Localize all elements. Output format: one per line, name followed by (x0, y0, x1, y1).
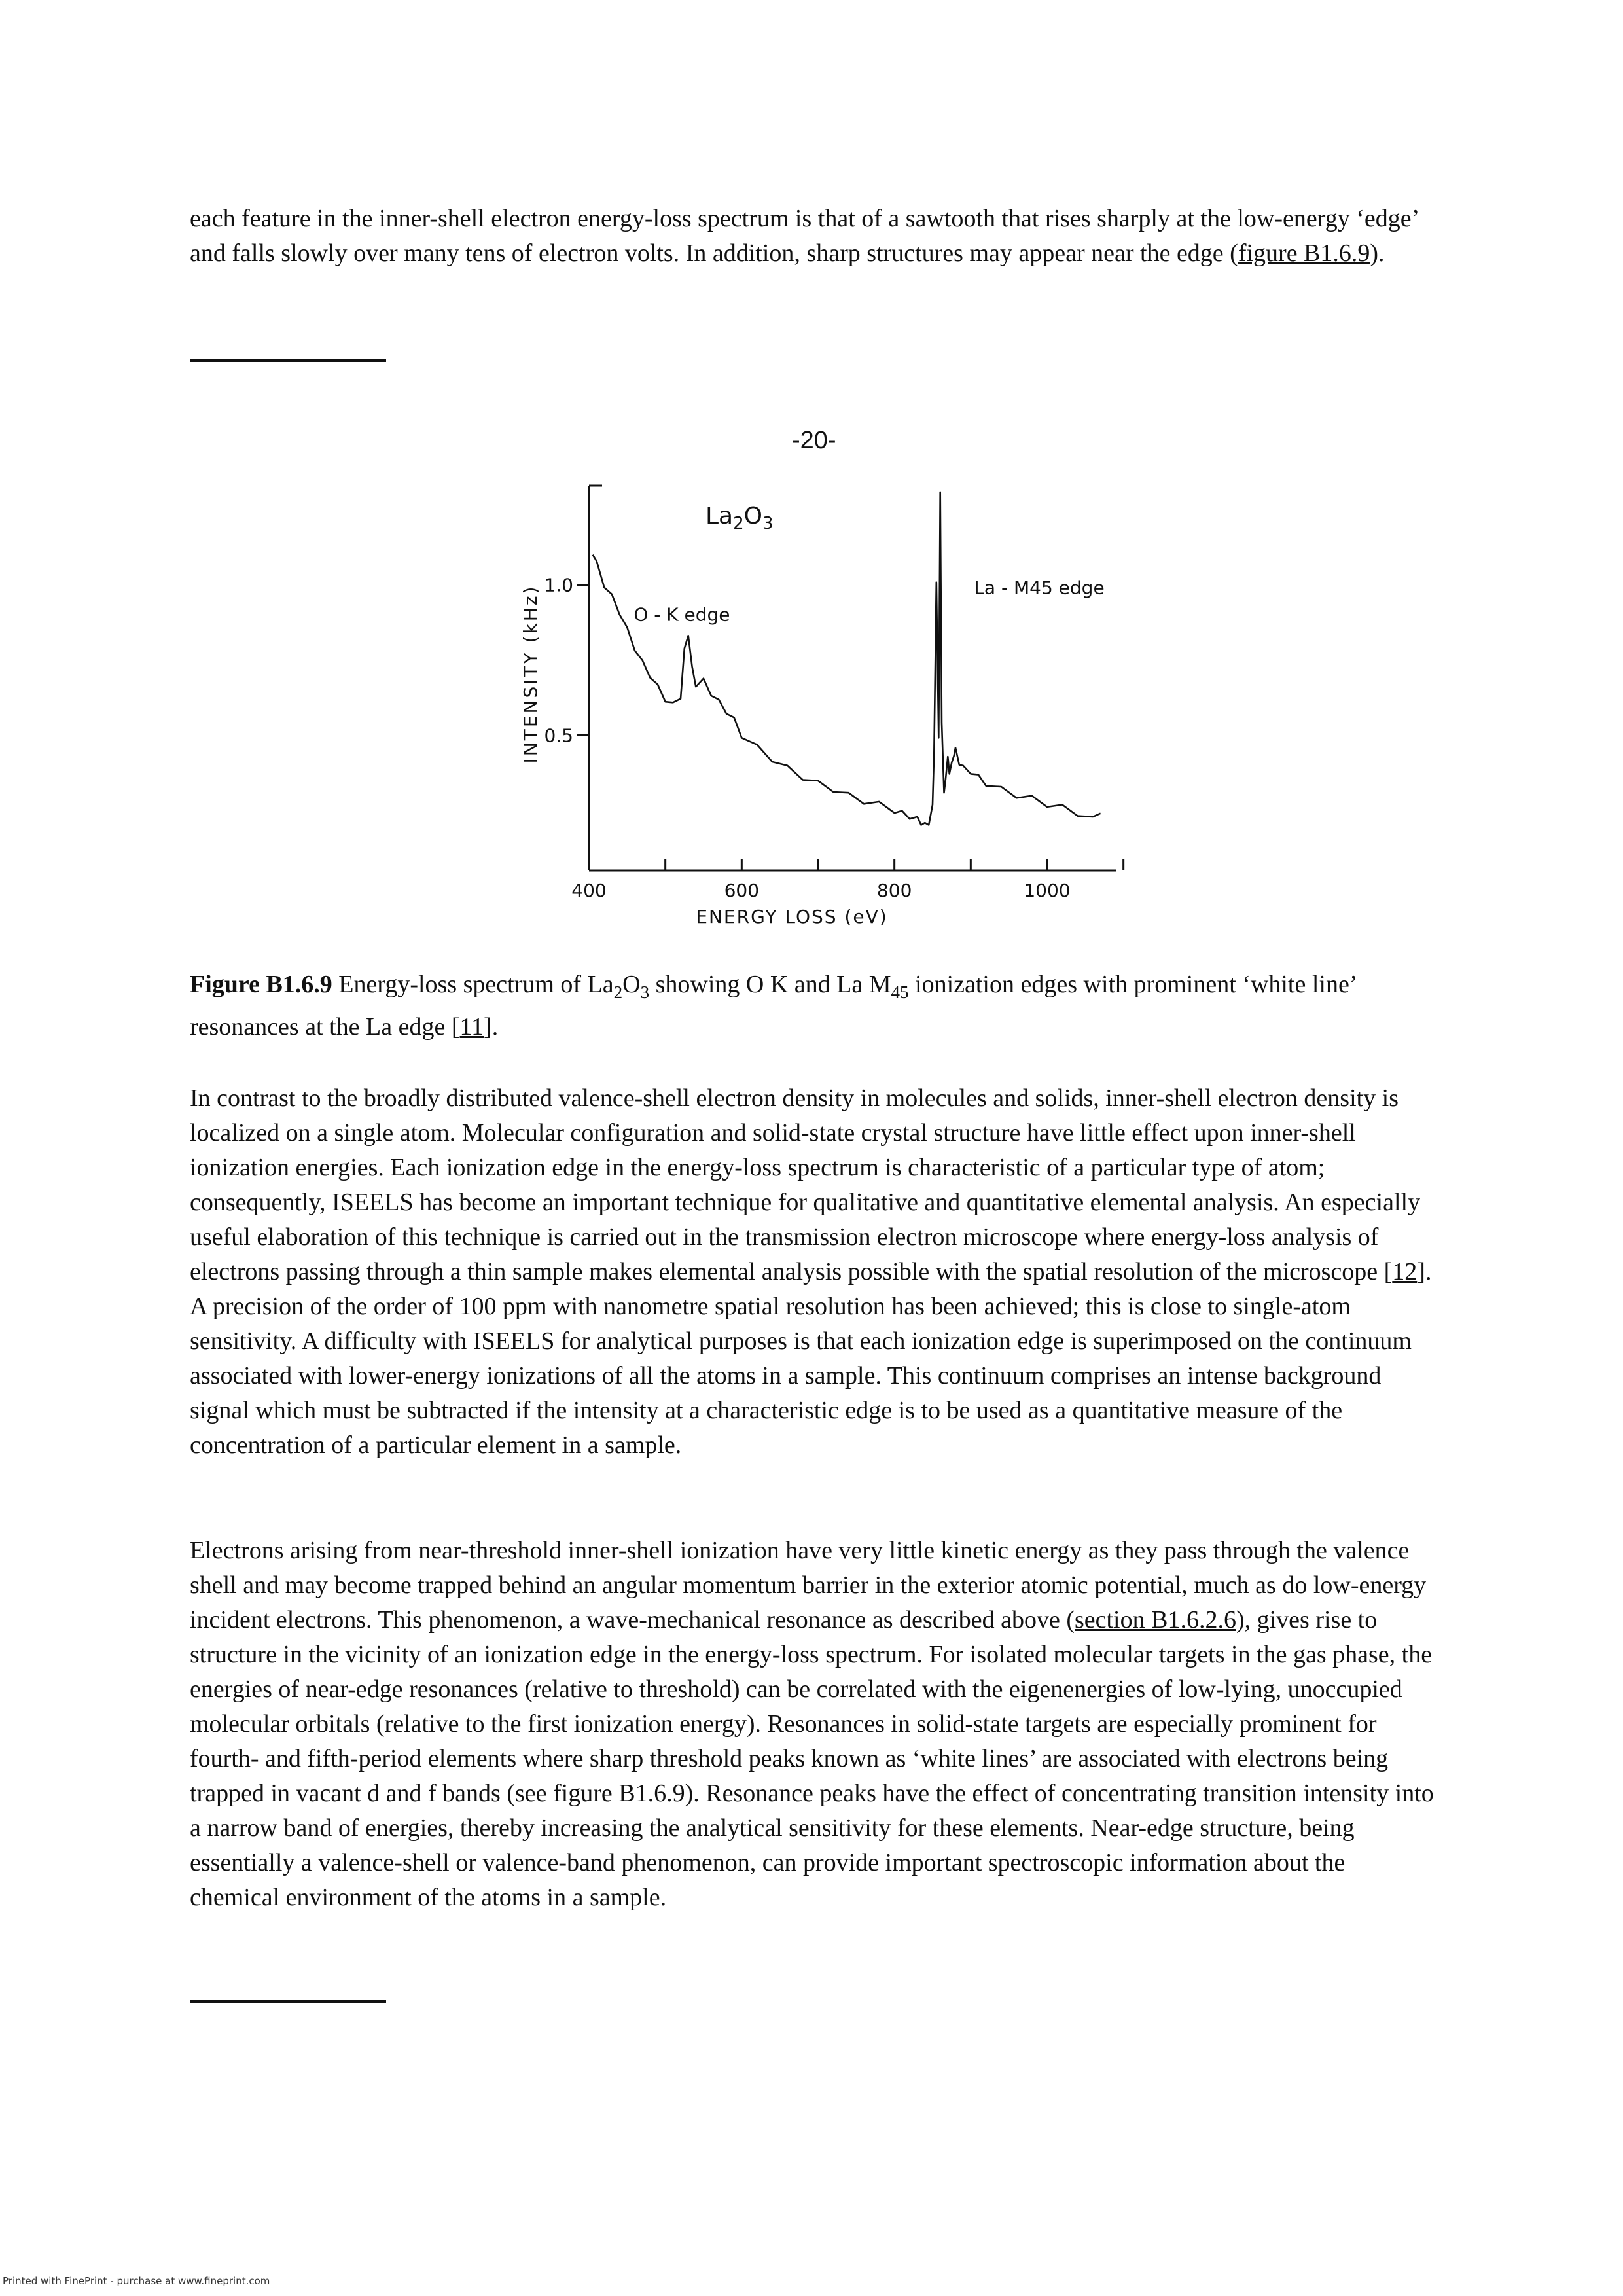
body-2-text-after: ), gives rise to structure in the vicini… (190, 1606, 1434, 1911)
caption-sub-2: 3 (640, 982, 650, 1002)
y-axis-label: INTENSITY (kHz) (520, 585, 541, 764)
section-link[interactable]: section B1.6.2.6 (1074, 1606, 1236, 1634)
body-1-text-after: ]. A precision of the order of 100 ppm w… (190, 1258, 1432, 1459)
intro-text-after: ). (1370, 240, 1385, 267)
x-tick-label-2: 800 (877, 880, 912, 901)
intro-paragraph: each feature in the inner-shell electron… (190, 202, 1440, 271)
caption-part-4: ionization edges with prominent ‘white l… (190, 971, 1356, 1041)
intro-text-before: each feature in the inner-shell electron… (190, 205, 1418, 267)
reference-link-11[interactable]: 11 (459, 1013, 484, 1041)
reference-link-12[interactable]: 12 (1392, 1258, 1418, 1285)
caption-sub-3: 45 (891, 982, 909, 1002)
caption-part-2: O (622, 971, 641, 998)
body-1-text-before: In contrast to the broadly distributed v… (190, 1085, 1421, 1285)
y-ticks: 1.0 0.5 (544, 575, 589, 746)
x-tick-label-0: 400 (571, 880, 606, 901)
caption-part-1: Energy-loss spectrum of La (332, 971, 614, 998)
print-footer: Printed with FinePrint - purchase at www… (3, 2275, 270, 2287)
body-paragraph-2: Electrons arising from near-threshold in… (190, 1534, 1440, 1915)
compound-label: La2O3 (705, 503, 774, 533)
x-tick-label-3: 1000 (1024, 880, 1070, 901)
body-paragraph-1: In contrast to the broadly distributed v… (190, 1081, 1440, 1463)
spectrum-chart: 400 600 800 1000 1.0 0.5 La2O3 O - K edge La… (520, 484, 1125, 927)
caption-part-3: showing O K and La M (649, 971, 891, 998)
x-tick-label-1: 600 (724, 880, 759, 901)
y-tick-label-0: 1.0 (544, 575, 573, 596)
annotation-la-m45-edge: La - M45 edge (974, 577, 1104, 598)
x-ticks: 400 600 800 1000 (571, 859, 1125, 901)
caption-sub-1: 2 (613, 982, 623, 1002)
body-2-text-before: Electrons arising from near-threshold in… (190, 1537, 1427, 1634)
spectrum-series-line (592, 491, 1101, 826)
chart-axes (588, 484, 1116, 872)
annotation-o-k-edge: O - K edge (633, 604, 730, 626)
caption-part-5: ]. (484, 1013, 499, 1041)
page-break-rule-bottom (190, 2000, 386, 2003)
y-tick-label-1: 0.5 (544, 725, 573, 746)
figure-link[interactable]: figure B1.6.9 (1238, 240, 1370, 267)
figure-caption: Figure B1.6.9 Energy-loss spectrum of La… (190, 967, 1440, 1045)
figure-label: Figure B1.6.9 (190, 971, 332, 998)
page-break-rule-top (190, 359, 386, 362)
x-axis-label: ENERGY LOSS (eV) (696, 906, 887, 927)
page-number: -20- (792, 427, 836, 454)
